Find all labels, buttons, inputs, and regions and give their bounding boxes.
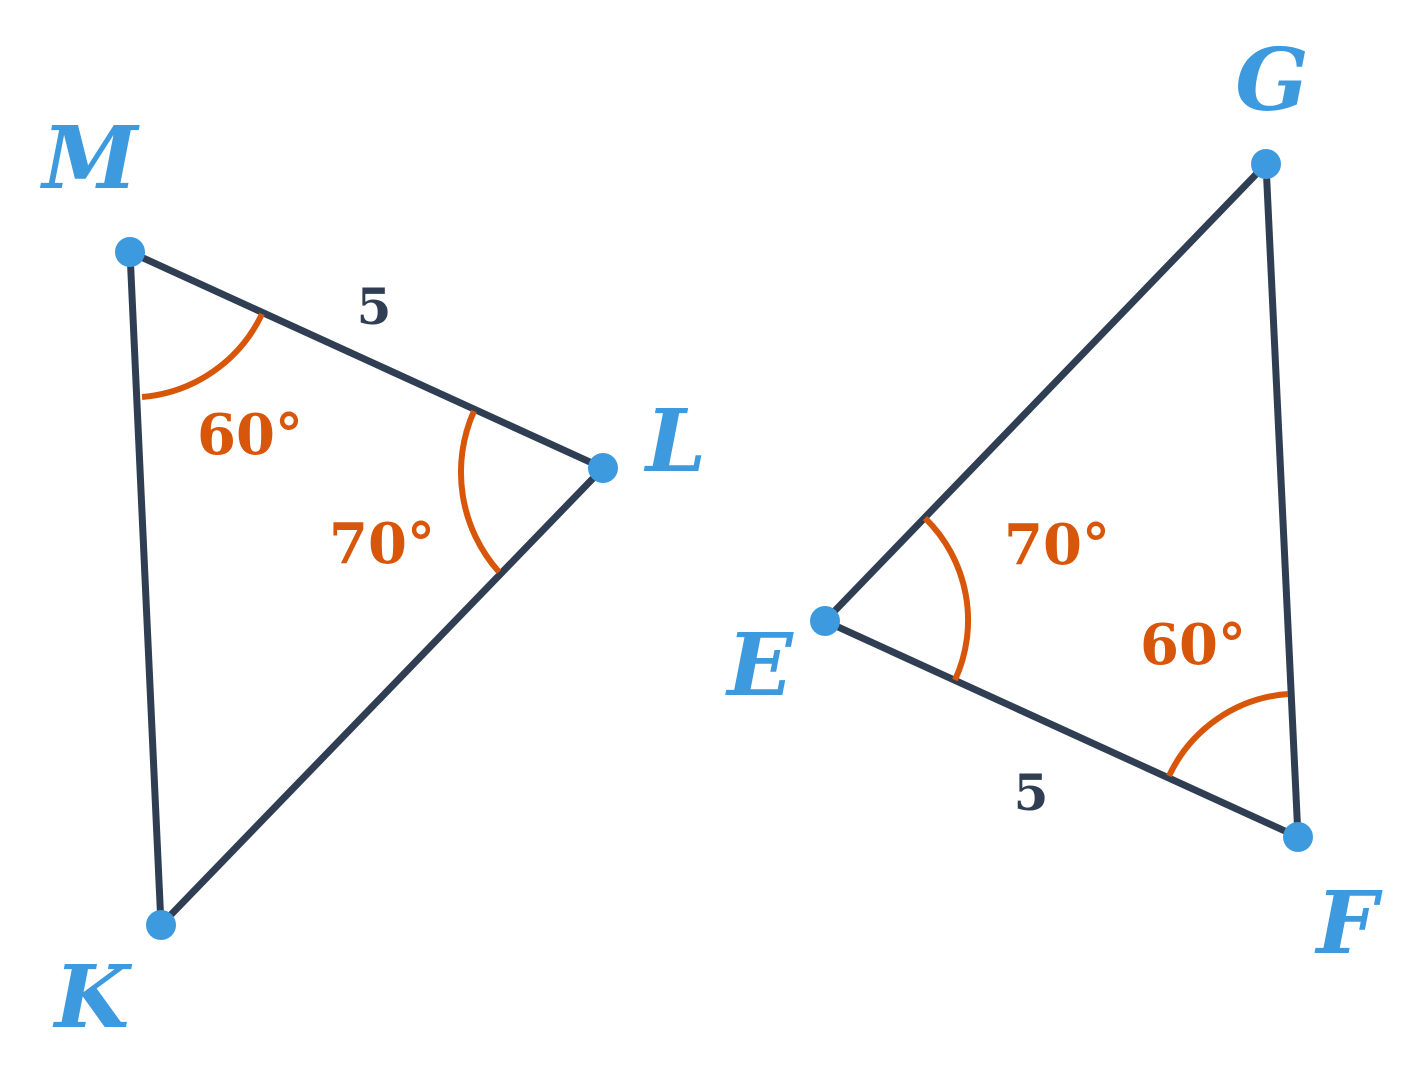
vertex-g-point (1251, 149, 1281, 179)
angle-l-arc (457, 409, 502, 574)
angle-l-label: 70° (329, 511, 435, 577)
side-eg (821, 160, 1270, 625)
vertex-l-point (588, 453, 618, 483)
vertex-f-label: F (1313, 873, 1383, 974)
vertex-e-point (810, 606, 840, 636)
side-ef-length-label: 5 (1014, 763, 1049, 822)
side-lk (157, 464, 607, 929)
side-ef (821, 617, 1302, 841)
angle-e-label: 70° (1004, 512, 1110, 578)
side-gf (1262, 160, 1302, 841)
triangle-efg: G E F 5 70° 60° (724, 30, 1383, 974)
angle-m-arc (141, 312, 265, 400)
vertex-k-point (146, 910, 176, 940)
angle-f-arc (1166, 691, 1289, 778)
vertex-k-label: K (52, 947, 133, 1048)
angle-m-label: 60° (197, 402, 303, 468)
vertex-m-label: M (39, 108, 140, 209)
triangle-klm: M L K 5 60° 70° (39, 108, 706, 1048)
side-ml-length-label: 5 (357, 277, 392, 336)
angle-e-arc (922, 515, 972, 682)
vertex-g-label: G (1235, 30, 1308, 131)
vertex-e-label: E (724, 615, 794, 716)
side-mk (126, 248, 165, 929)
angle-f-label: 60° (1140, 612, 1246, 678)
side-ml (126, 248, 607, 472)
vertex-f-point (1283, 822, 1313, 852)
vertex-l-label: L (643, 391, 706, 492)
vertex-m-point (115, 237, 145, 267)
